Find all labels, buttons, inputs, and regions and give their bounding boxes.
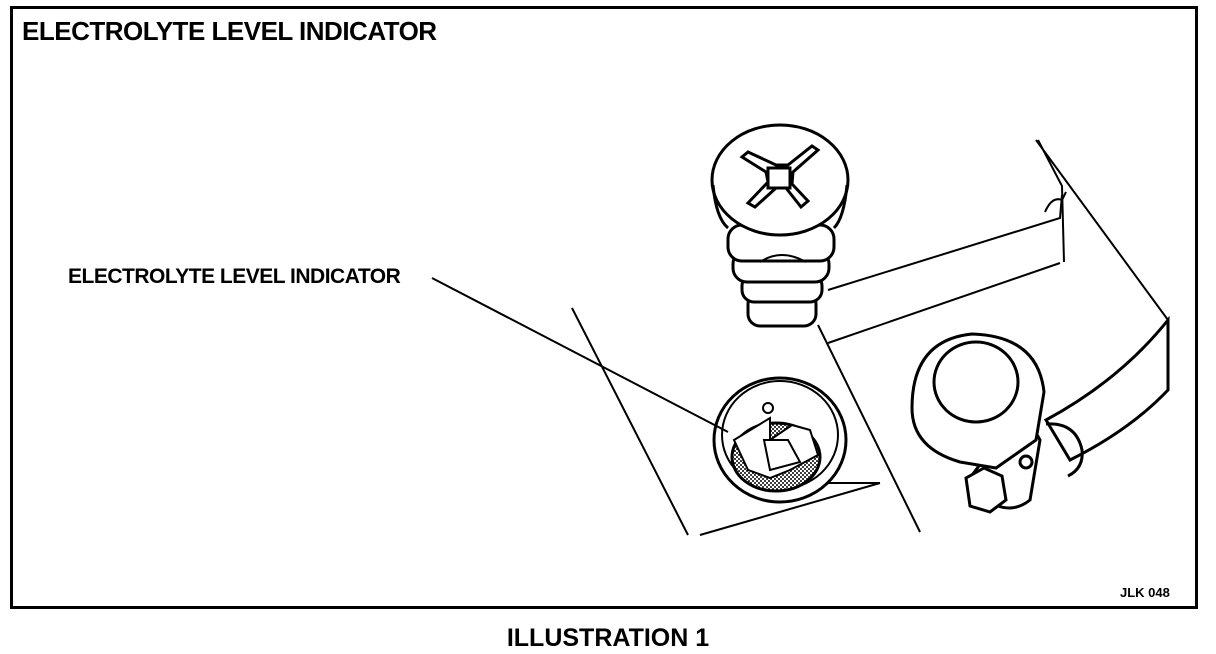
diagram-title: ELECTROLYTE LEVEL INDICATOR	[22, 16, 437, 46]
callout-label: ELECTROLYTE LEVEL INDICATOR	[68, 265, 401, 288]
figure-code: JLK 048	[1120, 585, 1170, 600]
vent-cap	[710, 123, 850, 328]
cap-cross-icon	[739, 144, 821, 210]
illustration-frame	[10, 6, 1198, 609]
battery-terminal	[910, 315, 1170, 514]
leader-line	[431, 277, 729, 433]
vent-opening	[712, 376, 848, 504]
illustration-caption: ILLUSTRATION 1	[506, 624, 710, 652]
battery-case	[571, 139, 1169, 536]
